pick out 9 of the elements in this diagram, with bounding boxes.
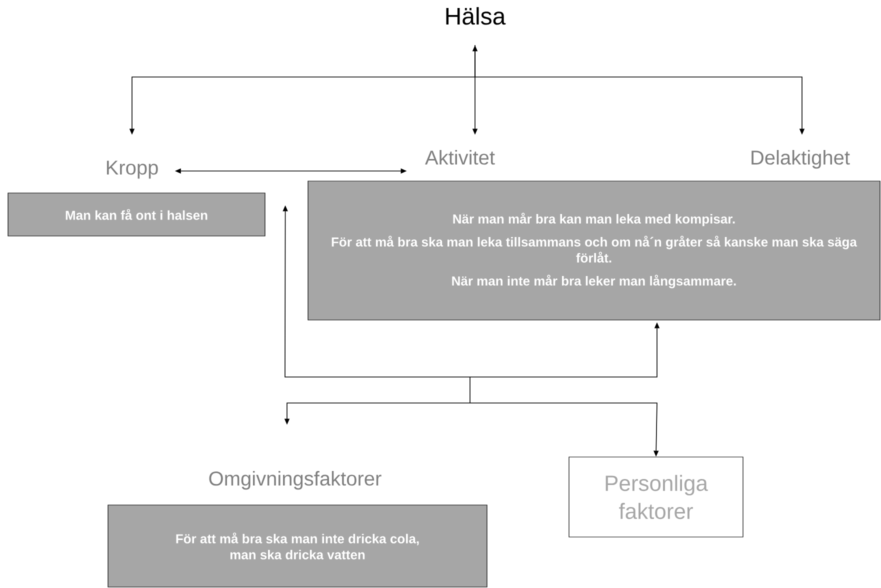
category-label: Aktivitet: [425, 150, 495, 165]
category-label: Omgivningsfaktorer: [209, 471, 382, 490]
text-box: När man mår bra kan man leka med kompisar. För att må bra ska man leka tillsammans och om nå´n gråter så kanske man ska säga förlåt. När man inte mår bra leker man långsammare.: [308, 180, 880, 320]
factor-box: Personliga faktorer: [568, 456, 744, 538]
category-label: Delaktighet: [752, 150, 850, 169]
text-box: För att må bra ska man inte dricka cola, man ska dricka vatten: [108, 504, 488, 588]
category-label: Kropp: [106, 160, 158, 179]
title-text: Hälsa: [446, 7, 506, 25]
text-box: Man kan få ont i halsen: [8, 192, 266, 236]
